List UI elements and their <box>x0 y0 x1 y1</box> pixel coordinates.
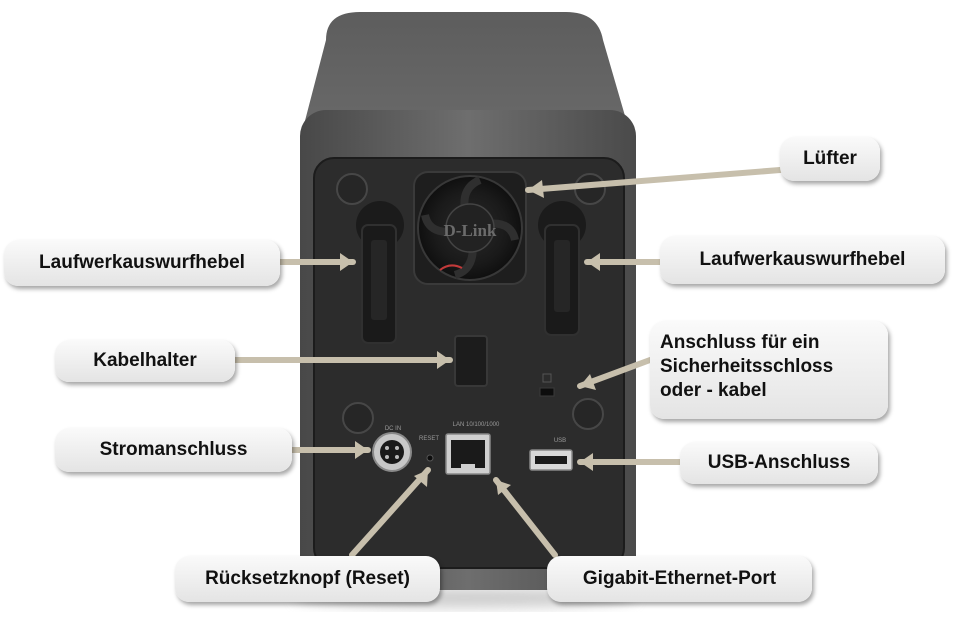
label-fan: Lüfter <box>780 137 880 181</box>
arrow-power <box>355 441 368 459</box>
screw-top-right <box>574 173 606 205</box>
arrow-ethernet <box>496 480 511 495</box>
leader-arrowheads <box>340 180 600 495</box>
leader-reset <box>349 467 431 558</box>
case-top <box>300 12 632 140</box>
cable-holder <box>454 335 488 387</box>
reset-mark: RESET <box>419 436 439 442</box>
reset-button[interactable]: RESET <box>419 436 439 462</box>
usb-port[interactable]: USB <box>529 438 573 471</box>
label-left-eject-lever-text: Laufwerkauswurfhebel <box>39 252 245 273</box>
arrow-security-lock <box>580 374 596 390</box>
leader-fan <box>525 167 783 193</box>
label-right-eject-lever-text: Laufwerkauswurfhebel <box>699 249 906 270</box>
label-fan-text: Lüfter <box>803 148 857 169</box>
arrow-cable-holder <box>437 351 450 369</box>
left-eject-lever[interactable] <box>356 201 404 344</box>
label-right-eject-lever: Laufwerkauswurfhebel <box>660 236 945 284</box>
label-reset-button: Rücksetzknopf (Reset) <box>175 556 440 602</box>
security-lock-slot[interactable] <box>539 387 555 397</box>
arrow-left-lever <box>340 253 353 271</box>
right-eject-lever[interactable] <box>538 201 586 336</box>
screw-bottom-right <box>572 398 604 430</box>
ethernet-port[interactable]: LAN 10/100/1000 <box>445 422 500 475</box>
arrow-reset <box>414 470 428 487</box>
label-security-lock: Anschluss für ein Sicherheitsschloss ode… <box>650 321 888 419</box>
arrow-fan <box>528 180 544 198</box>
screw-top-left <box>336 173 368 205</box>
fan-brand-text: D-Link <box>444 221 497 240</box>
lan-mark: LAN 10/100/1000 <box>453 422 500 428</box>
label-security-lock-line-2: Sicherheitsschloss <box>660 356 834 377</box>
label-security-lock-line-3: oder - kabel <box>660 380 767 401</box>
dc-in-port[interactable]: DC IN <box>372 426 412 472</box>
leader-lines <box>232 167 783 558</box>
arrow-right-lever <box>587 253 600 271</box>
label-cable-holder-text: Kabelhalter <box>93 350 197 371</box>
label-security-lock-line-1: Anschluss für ein <box>660 332 820 353</box>
leader-ethernet <box>493 477 558 558</box>
usb-mark: USB <box>554 438 566 444</box>
label-left-eject-lever: Laufwerkauswurfhebel <box>4 240 280 286</box>
screw-bottom-left <box>342 402 374 434</box>
label-cable-holder: Kabelhalter <box>55 340 235 382</box>
lock-symbol <box>542 373 552 383</box>
fan: D-Link <box>413 171 527 285</box>
label-power-connector: Stromanschluss <box>55 428 292 472</box>
label-usb-port-text: USB-Anschluss <box>707 452 851 473</box>
label-reset-button-text: Rücksetzknopf (Reset) <box>205 568 410 589</box>
label-power-connector-text: Stromanschluss <box>99 439 248 460</box>
label-ethernet-port: Gigabit-Ethernet-Port <box>547 556 812 602</box>
label-ethernet-port-text: Gigabit-Ethernet-Port <box>582 568 777 589</box>
dc-in-mark: DC IN <box>385 426 401 432</box>
label-usb-port: USB-Anschluss <box>680 442 878 484</box>
arrow-usb <box>580 453 593 471</box>
